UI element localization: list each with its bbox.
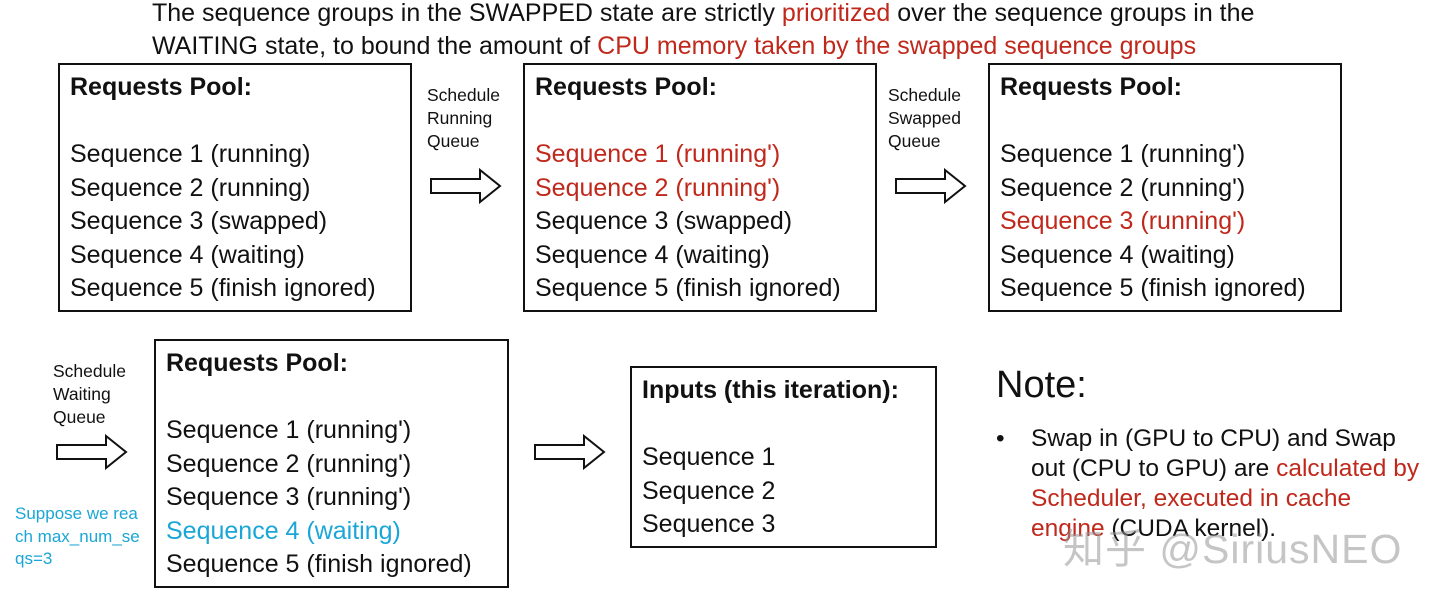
pool-title: Requests Pool: <box>166 349 348 377</box>
label-line: Schedule <box>53 361 126 381</box>
sequence-item: Sequence 3 (running') <box>166 483 412 511</box>
right-arrow-icon <box>534 434 606 470</box>
max-num-seqs-note: Suppose we reach max_num_seqs=3 <box>15 504 140 568</box>
requests-pool-after-running: Requests Pool: Sequence 1 (running') Seq… <box>523 63 877 312</box>
arrow-label-running: Schedule Running Queue <box>427 84 500 153</box>
header-line-1: The sequence groups in the SWAPPED state… <box>152 0 1254 30</box>
label-line: Queue <box>427 131 480 151</box>
header-highlight: CPU memory taken by the swapped sequence… <box>597 32 1197 60</box>
header-text: over the sequence groups in the <box>890 0 1255 27</box>
requests-pool-after-waiting: Requests Pool: Sequence 1 (running') Seq… <box>154 339 509 588</box>
note-text-highlight: calculated by Scheduler, executed in cac… <box>1031 455 1420 542</box>
pool-title: Requests Pool: <box>70 73 252 101</box>
watermark: 知乎 @SiriusNEO <box>1063 526 1403 572</box>
label-line: Waiting <box>53 384 111 404</box>
note-text-part: (CUDA kernel). <box>1104 515 1277 542</box>
sequence-item: Sequence 1 (running') <box>1000 140 1246 168</box>
sequence-item: Sequence 3 (swapped) <box>70 207 328 235</box>
sequence-item: Sequence 4 (waiting) <box>70 240 305 269</box>
pool-title: Requests Pool: <box>1000 73 1182 101</box>
pool-title: Requests Pool: <box>535 73 717 101</box>
sequence-item: Sequence 5 (finish ignored) <box>1000 274 1306 302</box>
note-text: Swap in (GPU to CPU) and Swap out (CPU t… <box>1031 424 1426 544</box>
right-arrow-icon <box>56 434 128 470</box>
input-sequence-item: Sequence 3 <box>642 510 776 538</box>
label-line: Schedule <box>888 85 961 105</box>
requests-pool-initial: Requests Pool: Sequence 1 (running) Sequ… <box>58 63 412 312</box>
sequence-item: Sequence 1 (running) <box>70 140 311 168</box>
input-sequence-item: Sequence 2 <box>642 476 776 505</box>
inputs-title: Inputs (this iteration): <box>642 376 899 404</box>
header-text: The sequence groups in the SWAPPED state… <box>152 0 782 27</box>
sequence-item-skipped: Sequence 4 (waiting) <box>166 516 401 545</box>
arrow-label-waiting: Schedule Waiting Queue <box>53 360 126 429</box>
sequence-item: Sequence 2 (running') <box>1000 173 1246 202</box>
sequence-item: Sequence 5 (finish ignored) <box>70 274 376 302</box>
sequence-item: Sequence 2 (running) <box>70 173 311 202</box>
inputs-this-iteration: Inputs (this iteration): Sequence 1 Sequ… <box>630 366 937 548</box>
sequence-item: Sequence 5 (finish ignored) <box>535 274 841 302</box>
requests-pool-after-swapped: Requests Pool: Sequence 1 (running') Seq… <box>988 63 1342 312</box>
header-line-2: WAITING state, to bound the amount of CP… <box>152 30 1196 63</box>
sequence-item: Sequence 5 (finish ignored) <box>166 550 472 578</box>
header-highlight: prioritized <box>781 0 891 27</box>
input-sequence-item: Sequence 1 <box>642 443 776 471</box>
label-line: Queue <box>888 131 941 151</box>
sequence-item: Sequence 2 (running') <box>166 449 412 478</box>
right-arrow-icon <box>895 168 967 204</box>
label-line: Queue <box>53 407 106 427</box>
header-text: WAITING state, to bound the amount of <box>152 32 598 60</box>
sequence-item: Sequence 1 (running') <box>166 416 412 444</box>
sequence-item-highlighted: Sequence 2 (running') <box>535 173 781 202</box>
note-heading: Note: <box>996 364 1087 406</box>
sequence-item: Sequence 3 (swapped) <box>535 207 793 235</box>
sequence-item-highlighted: Sequence 3 (running') <box>1000 207 1246 235</box>
note-text-part: Swap in (GPU to CPU) and Swap out (CPU t… <box>1031 425 1396 482</box>
right-arrow-icon <box>430 168 502 204</box>
sequence-item: Sequence 4 (waiting) <box>1000 240 1235 269</box>
label-line: Schedule <box>427 85 500 105</box>
note-body: • Swap in (GPU to CPU) and Swap out (CPU… <box>996 424 1426 544</box>
arrow-label-swapped: Schedule Swapped Queue <box>888 84 961 153</box>
sequence-item: Sequence 4 (waiting) <box>535 240 770 269</box>
sequence-item-highlighted: Sequence 1 (running') <box>535 140 781 168</box>
label-line: Running <box>427 108 493 128</box>
label-line: Swapped <box>888 108 961 128</box>
bullet-icon: • <box>996 425 1005 452</box>
